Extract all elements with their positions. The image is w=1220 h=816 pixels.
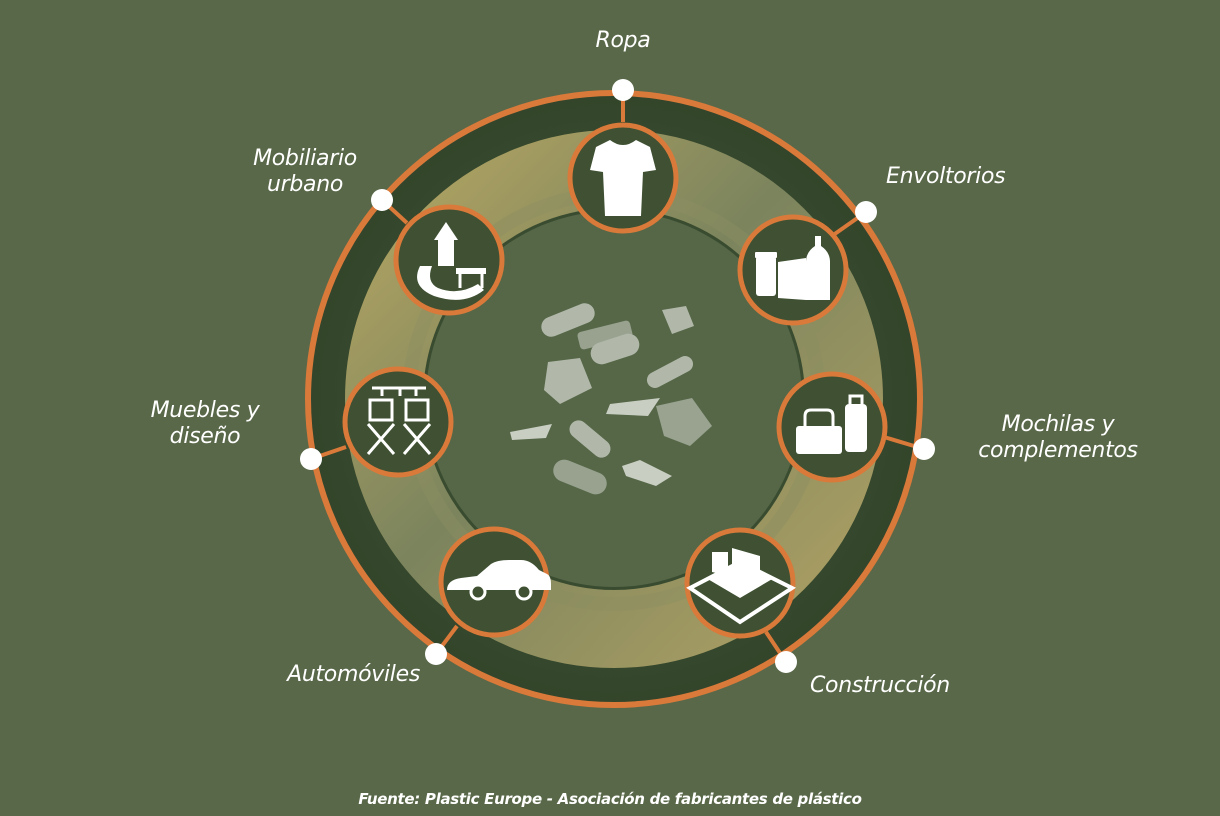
containers-icon (755, 236, 830, 300)
label-mochilas: Mochilas y complementos (978, 412, 1138, 463)
node-ropa (567, 122, 679, 234)
plastic-waste-icon (510, 303, 712, 495)
node-mochilas (776, 371, 888, 483)
luggage-icon (796, 394, 867, 454)
connector-dots (300, 79, 935, 673)
source-caption: Fuente: Plastic Europe - Asociación de f… (358, 790, 862, 808)
label-ropa: Ropa (595, 28, 651, 53)
car-icon (447, 560, 551, 601)
label-mobiliario: Mobiliario urbano (253, 146, 357, 197)
playground-slide-icon (417, 222, 486, 300)
label-construccion: Construcción (810, 673, 950, 698)
label-envoltorios: Envoltorios (886, 164, 1006, 189)
inner-disc (426, 211, 802, 587)
label-automoviles: Automóviles (287, 662, 420, 687)
node-muebles (342, 366, 454, 478)
node-automoviles (438, 526, 551, 638)
node-envoltorios (737, 214, 849, 326)
node-construccion (684, 527, 797, 639)
label-muebles: Muebles y diseño (150, 398, 260, 449)
construction-icon (686, 548, 797, 625)
tshirt-icon (590, 140, 656, 216)
node-mobiliario (393, 204, 505, 316)
chairs-lamps-icon (366, 386, 432, 455)
